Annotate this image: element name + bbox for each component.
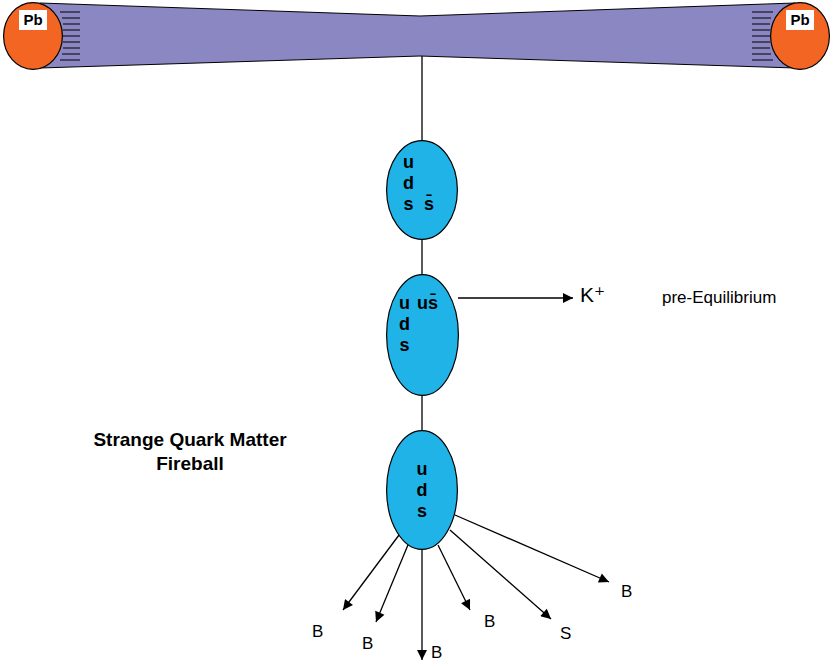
stage-note: pre-Equilibrium xyxy=(662,288,776,308)
ellipse-outline xyxy=(770,2,830,70)
quark-content: u d s xyxy=(399,293,410,356)
quark-content: us̄ xyxy=(417,293,438,314)
quark-content: s̄ xyxy=(424,194,434,215)
connector-line xyxy=(421,396,422,430)
element-symbol: Pb xyxy=(786,10,813,30)
hatch-lines xyxy=(60,12,773,60)
ellipse-outline xyxy=(3,2,63,70)
particle-label: B xyxy=(484,612,495,632)
particle-label: S xyxy=(560,624,571,644)
particle-label: K⁺ xyxy=(580,283,605,307)
particle-label: B xyxy=(431,643,442,663)
connector-line xyxy=(421,240,422,274)
particle-label: B xyxy=(312,622,323,642)
quark-matter-fireball: u d s xyxy=(386,430,458,550)
quark-fireball: u d s us̄ xyxy=(386,274,459,396)
lead-nucleus: Pb xyxy=(770,2,830,70)
emission-arrow xyxy=(458,297,573,298)
quark-content: u d s xyxy=(403,152,414,215)
ellipse-outline xyxy=(386,140,458,240)
lead-nucleus: Pb xyxy=(3,2,63,70)
quark-content: u d s xyxy=(417,459,428,522)
particle-label: B xyxy=(621,582,632,602)
fireball-title: Strange Quark Matter Fireball xyxy=(80,428,300,476)
ellipse-outline xyxy=(386,274,459,396)
ellipse-outline xyxy=(386,430,458,550)
element-symbol: Pb xyxy=(19,10,46,30)
particle-label: B xyxy=(362,634,373,654)
stem-line xyxy=(421,56,422,140)
quark-fireball: u d s s̄ xyxy=(386,140,458,240)
collision-band xyxy=(40,3,795,68)
decay-arrows xyxy=(343,515,609,660)
